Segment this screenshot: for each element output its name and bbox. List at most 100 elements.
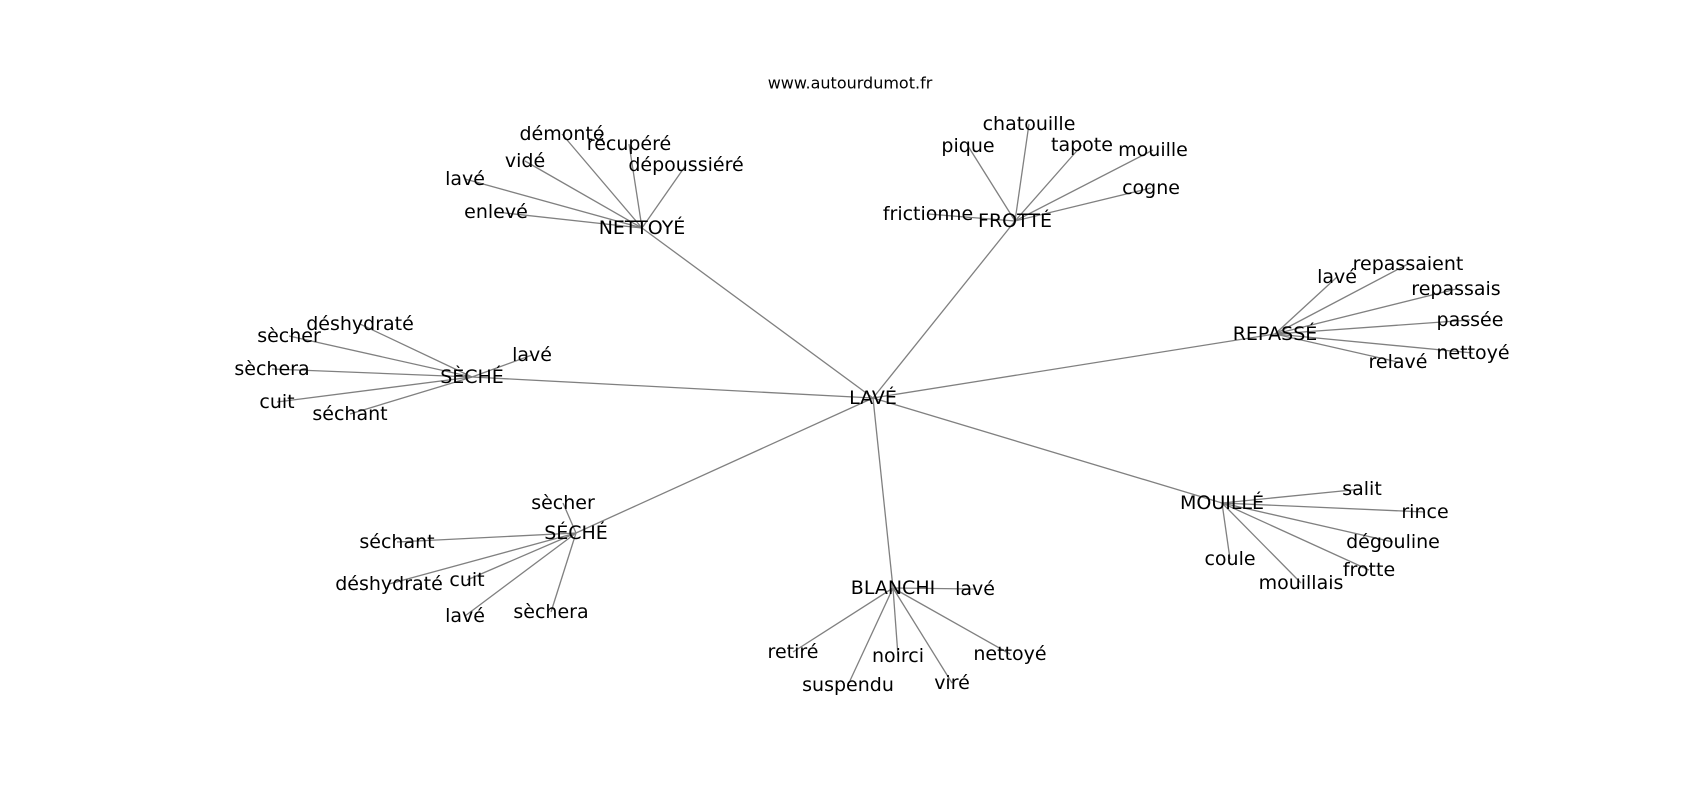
leaf-node: cogne <box>1122 177 1180 199</box>
leaf-node: passée <box>1437 309 1504 331</box>
leaf-node: lavé <box>1317 266 1357 288</box>
edge-hub-leaf <box>464 532 577 617</box>
leaf-node: démonté <box>519 123 604 145</box>
leaf-node: mouillais <box>1259 572 1344 594</box>
hub-node: SÈCHÉ <box>440 365 504 388</box>
graph-labels: www.autourdumot.fr LAVÉ NETTOYÉ démontéréc… <box>234 74 1509 697</box>
leaf-node: récupéré <box>587 133 671 155</box>
hub-node: MOUILLÉ <box>1180 491 1264 514</box>
edge-hub-leaf <box>1221 502 1302 584</box>
edge-hub-leaf <box>892 587 976 590</box>
edge-hub-leaf <box>471 354 533 378</box>
hub-node: NETTOYÉ <box>599 216 686 239</box>
edge-hub-leaf <box>1221 502 1231 560</box>
hub-node: BLANCHI <box>851 577 935 599</box>
leaf-node: séchant <box>359 531 434 553</box>
edge-hub-leaf <box>561 133 643 229</box>
edge-hub-leaf <box>1274 276 1338 335</box>
edge-hub-leaf <box>1221 488 1363 504</box>
edge-hub-leaf <box>524 160 643 229</box>
leaf-node: déshydraté <box>335 573 443 595</box>
edge-center-hub <box>641 227 874 399</box>
edge-hub-leaf <box>1014 187 1152 222</box>
leaf-node: suspendu <box>802 674 894 696</box>
leaf-node: chatouille <box>983 113 1076 135</box>
edge-hub-leaf <box>562 502 577 534</box>
leaf-node: cuit <box>259 391 294 413</box>
leaf-node: frotte <box>1343 559 1395 581</box>
edge-hub-leaf <box>792 587 894 653</box>
edge-center-hub <box>872 397 894 589</box>
edge-hub-leaf <box>1274 288 1457 335</box>
leaf-node: sècher <box>531 492 595 514</box>
hub-node: REPASSÉ <box>1233 322 1318 345</box>
leaf-node: sècher <box>257 325 321 347</box>
leaf-node: cuit <box>449 569 484 591</box>
edge-hub-leaf <box>1221 502 1426 513</box>
edge-hub-leaf <box>641 164 687 229</box>
leaf-node: vidé <box>505 150 545 172</box>
leaf-node: salit <box>1342 478 1382 500</box>
edge-hub-leaf <box>1274 263 1409 335</box>
leaf-node: rince <box>1401 501 1448 523</box>
edge-hub-leaf <box>892 587 899 657</box>
graph-edges <box>271 123 1474 686</box>
leaf-node: lavé <box>445 605 485 627</box>
leaf-node: déshydraté <box>306 313 414 335</box>
site-title: www.autourdumot.fr <box>768 74 933 93</box>
edge-hub-leaf <box>388 532 577 585</box>
edge-hub-leaf <box>464 178 643 229</box>
leaf-node: enlevé <box>464 201 528 223</box>
edge-hub-leaf <box>1221 502 1394 543</box>
edge-hub-leaf <box>466 532 577 581</box>
leaf-node: frictionne <box>883 203 973 225</box>
leaf-node: pique <box>941 135 994 157</box>
leaf-node: séchant <box>312 403 387 425</box>
edge-hub-leaf <box>396 532 577 543</box>
leaf-node: mouille <box>1118 139 1188 161</box>
leaf-node: dégouline <box>1346 531 1440 553</box>
leaf-node: relavé <box>1369 351 1428 373</box>
hub-node: SÉCHÉ <box>544 521 608 544</box>
leaf-node: tapote <box>1051 134 1113 156</box>
edge-hub-leaf <box>892 587 1011 655</box>
edge-hub-leaf <box>288 335 473 378</box>
leaf-node: lavé <box>955 578 995 600</box>
leaf-node: repassais <box>1411 278 1500 300</box>
edge-hub-leaf <box>967 145 1016 222</box>
leaf-node: dépoussiéré <box>628 154 743 176</box>
leaf-node: sèchera <box>234 358 309 380</box>
leaf-node: retiré <box>768 641 819 663</box>
edge-hub-leaf <box>847 587 894 686</box>
edge-hub-leaf <box>276 376 473 403</box>
edge-hub-leaf <box>628 143 643 229</box>
edge-hub-leaf <box>495 211 643 229</box>
edge-center-hub <box>872 333 1276 399</box>
hub-node: FROTTÉ <box>978 209 1052 232</box>
edge-hub-leaf <box>550 532 577 613</box>
center-node: LAVÉ <box>849 386 897 409</box>
edge-hub-leaf <box>1014 123 1030 222</box>
edge-center-hub <box>575 397 874 534</box>
edge-hub-leaf <box>1221 502 1370 571</box>
edge-hub-leaf <box>1274 333 1474 354</box>
edge-center-hub <box>872 397 1223 504</box>
leaf-node: lavé <box>445 168 485 190</box>
leaf-node: nettoyé <box>973 643 1046 665</box>
leaf-node: coule <box>1204 548 1255 570</box>
edge-hub-leaf <box>1014 149 1154 222</box>
leaf-node: repassaient <box>1353 253 1464 275</box>
edge-hub-leaf <box>1274 319 1471 335</box>
edge-hub-leaf <box>927 213 1016 222</box>
edge-hub-leaf <box>271 368 473 378</box>
leaf-node: noirci <box>872 645 924 667</box>
leaf-node: nettoyé <box>1436 342 1509 364</box>
edge-hub-leaf <box>1274 333 1399 363</box>
leaf-node: viré <box>934 672 970 694</box>
edge-hub-leaf <box>359 323 473 378</box>
leaf-node: lavé <box>512 344 552 366</box>
leaf-node: sèchera <box>513 601 588 623</box>
edge-hub-leaf <box>349 376 473 415</box>
edge-center-hub <box>471 376 874 399</box>
